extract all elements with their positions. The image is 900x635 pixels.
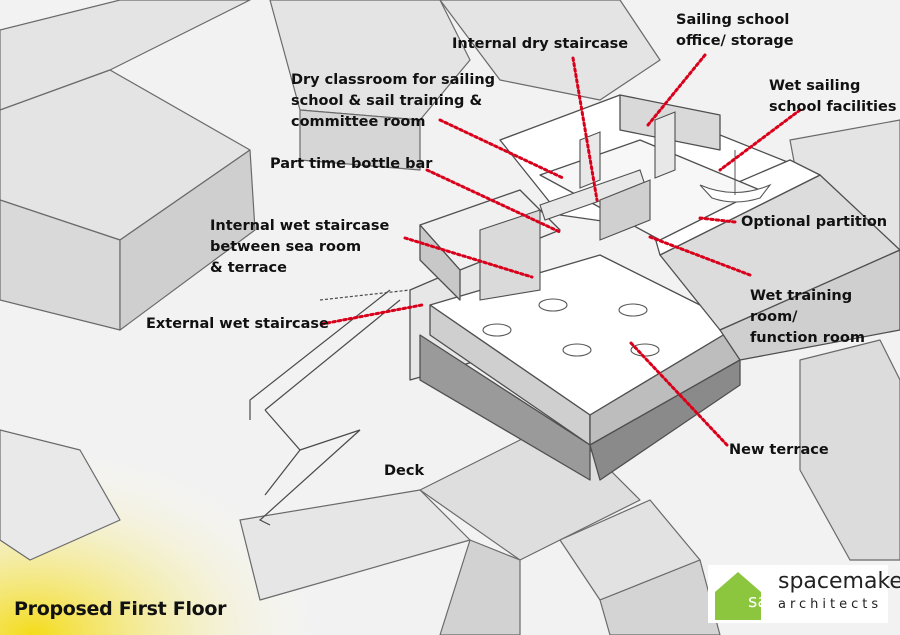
logo-house-icon (715, 572, 761, 620)
label-new-terrace: New terrace (729, 442, 829, 458)
label-wet-staircase: Internal wet staircase between sea room … (210, 218, 390, 276)
terrace-tables (482, 298, 660, 357)
logo-subtitle: architects (778, 597, 883, 612)
company-logo: sa spacemaker architects (708, 565, 900, 623)
label-wet-training-room: Wet training room/ function room (750, 288, 865, 346)
interior-walls (479, 111, 676, 301)
label-dry-classroom: Dry classroom for sailing school & sail … (291, 72, 496, 130)
logo-mark-text: sa (748, 591, 769, 612)
leader-lines (320, 53, 802, 447)
label-wet-facilities: Wet sailing school facilities (769, 78, 897, 115)
external-staircase (249, 289, 411, 526)
label-bottle-bar: Part time bottle bar (270, 156, 433, 172)
logo-brand-name: spacemaker (778, 569, 900, 594)
label-external-staircase: External wet staircase (146, 316, 329, 332)
label-sailing-office: Sailing school office/ storage (676, 12, 794, 49)
label-optional-partition: Optional partition (741, 214, 888, 230)
label-internal-dry-staircase: Internal dry staircase (452, 36, 629, 52)
page-caption: Proposed First Floor (14, 598, 227, 620)
label-deck: Deck (384, 463, 425, 479)
